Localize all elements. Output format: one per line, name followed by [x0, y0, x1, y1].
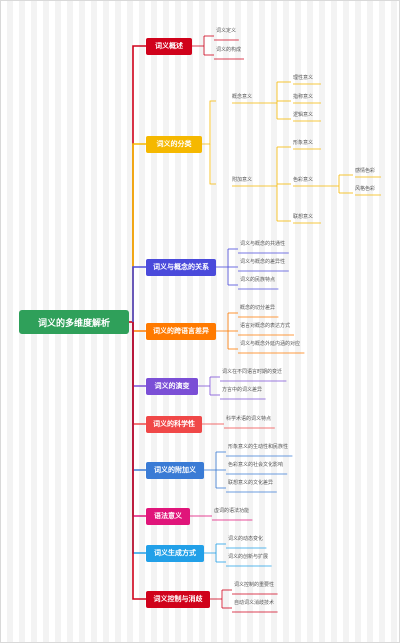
leaf-node[interactable]: 联想意义的文化差异	[228, 480, 274, 486]
branch-node[interactable]: 词义概述	[146, 37, 192, 55]
root-node[interactable]: 词义的多维度解析	[19, 310, 129, 334]
leaf-node[interactable]: 词义与概念的共通性	[240, 241, 286, 247]
sub-node[interactable]: 概念意义	[232, 94, 253, 100]
leaf-node[interactable]: 方言中的词义差异	[222, 387, 263, 393]
trunk-line	[132, 45, 146, 322]
trunk-line	[132, 143, 146, 322]
leaf-node[interactable]: 指称意义	[293, 94, 314, 100]
trunk-line	[132, 322, 146, 517]
leaf-node[interactable]: 色彩意义的社会文化影响	[228, 462, 284, 468]
leaf-node[interactable]: 虚词的语法功能	[214, 508, 250, 514]
leaf-node[interactable]: 概念的切分差异	[240, 305, 276, 311]
sub-node[interactable]: 附加意义	[232, 177, 253, 183]
branch-node[interactable]: 词义生成方式	[146, 544, 204, 562]
leaf-node[interactable]: 词义控制的重要性	[234, 582, 275, 588]
leaf-node[interactable]: 语言对概念的表达方式	[240, 323, 291, 329]
leaf-node[interactable]: 理性意义	[293, 75, 314, 81]
leaf-node[interactable]: 词义的民族特点	[240, 277, 276, 283]
branch-node[interactable]: 词义的跨语言差异	[146, 322, 216, 340]
leaf-node[interactable]: 自动词义消歧技术	[234, 600, 275, 606]
leaf-node[interactable]: 色彩意义	[293, 177, 314, 183]
leaf-node[interactable]: 科学术语的词义特点	[226, 416, 272, 422]
leaf-node[interactable]: 词义与概念的差异性	[240, 259, 286, 265]
branch-node[interactable]: 词义的分类	[146, 135, 202, 153]
leaf-node[interactable]: 形象意义	[293, 140, 314, 146]
leaf-node[interactable]: 词义的创新与扩展	[228, 554, 269, 560]
trunk-line	[132, 322, 146, 471]
branch-link	[202, 100, 216, 145]
leaf-node[interactable]: 词义的构成	[216, 47, 242, 53]
leaf-node[interactable]: 词义与概念外延内涵的对应	[240, 341, 301, 347]
leaf-node[interactable]: 词义的动态变化	[228, 536, 264, 542]
leaf-node[interactable]: 词义定义	[216, 28, 237, 34]
leaf-node[interactable]: 风格色彩	[355, 186, 376, 192]
branch-node[interactable]: 语法意义	[146, 507, 190, 525]
leaf-node[interactable]: 形象意义的生动性和民族性	[228, 444, 289, 450]
trunk-line	[132, 322, 146, 425]
leaf-node[interactable]: 词义在不同语言时期的变迁	[222, 369, 283, 375]
branch-node[interactable]: 词义的附加义	[146, 461, 204, 479]
branch-node[interactable]: 词义的演变	[146, 377, 198, 395]
trunk-line	[132, 322, 146, 600]
branch-node[interactable]: 词义控制与消歧	[146, 590, 210, 608]
branch-node[interactable]: 词义与概念的关系	[146, 258, 216, 276]
leaf-node[interactable]: 逻辑意义	[293, 112, 314, 118]
leaf-node[interactable]: 感情色彩	[355, 168, 376, 174]
branch-node[interactable]: 词义的科学性	[146, 415, 202, 433]
trunk-line	[132, 322, 146, 554]
branch-link	[209, 144, 216, 185]
leaf-node[interactable]: 联想意义	[293, 214, 314, 220]
trunk-line	[132, 266, 146, 322]
trunk-line	[132, 322, 146, 332]
